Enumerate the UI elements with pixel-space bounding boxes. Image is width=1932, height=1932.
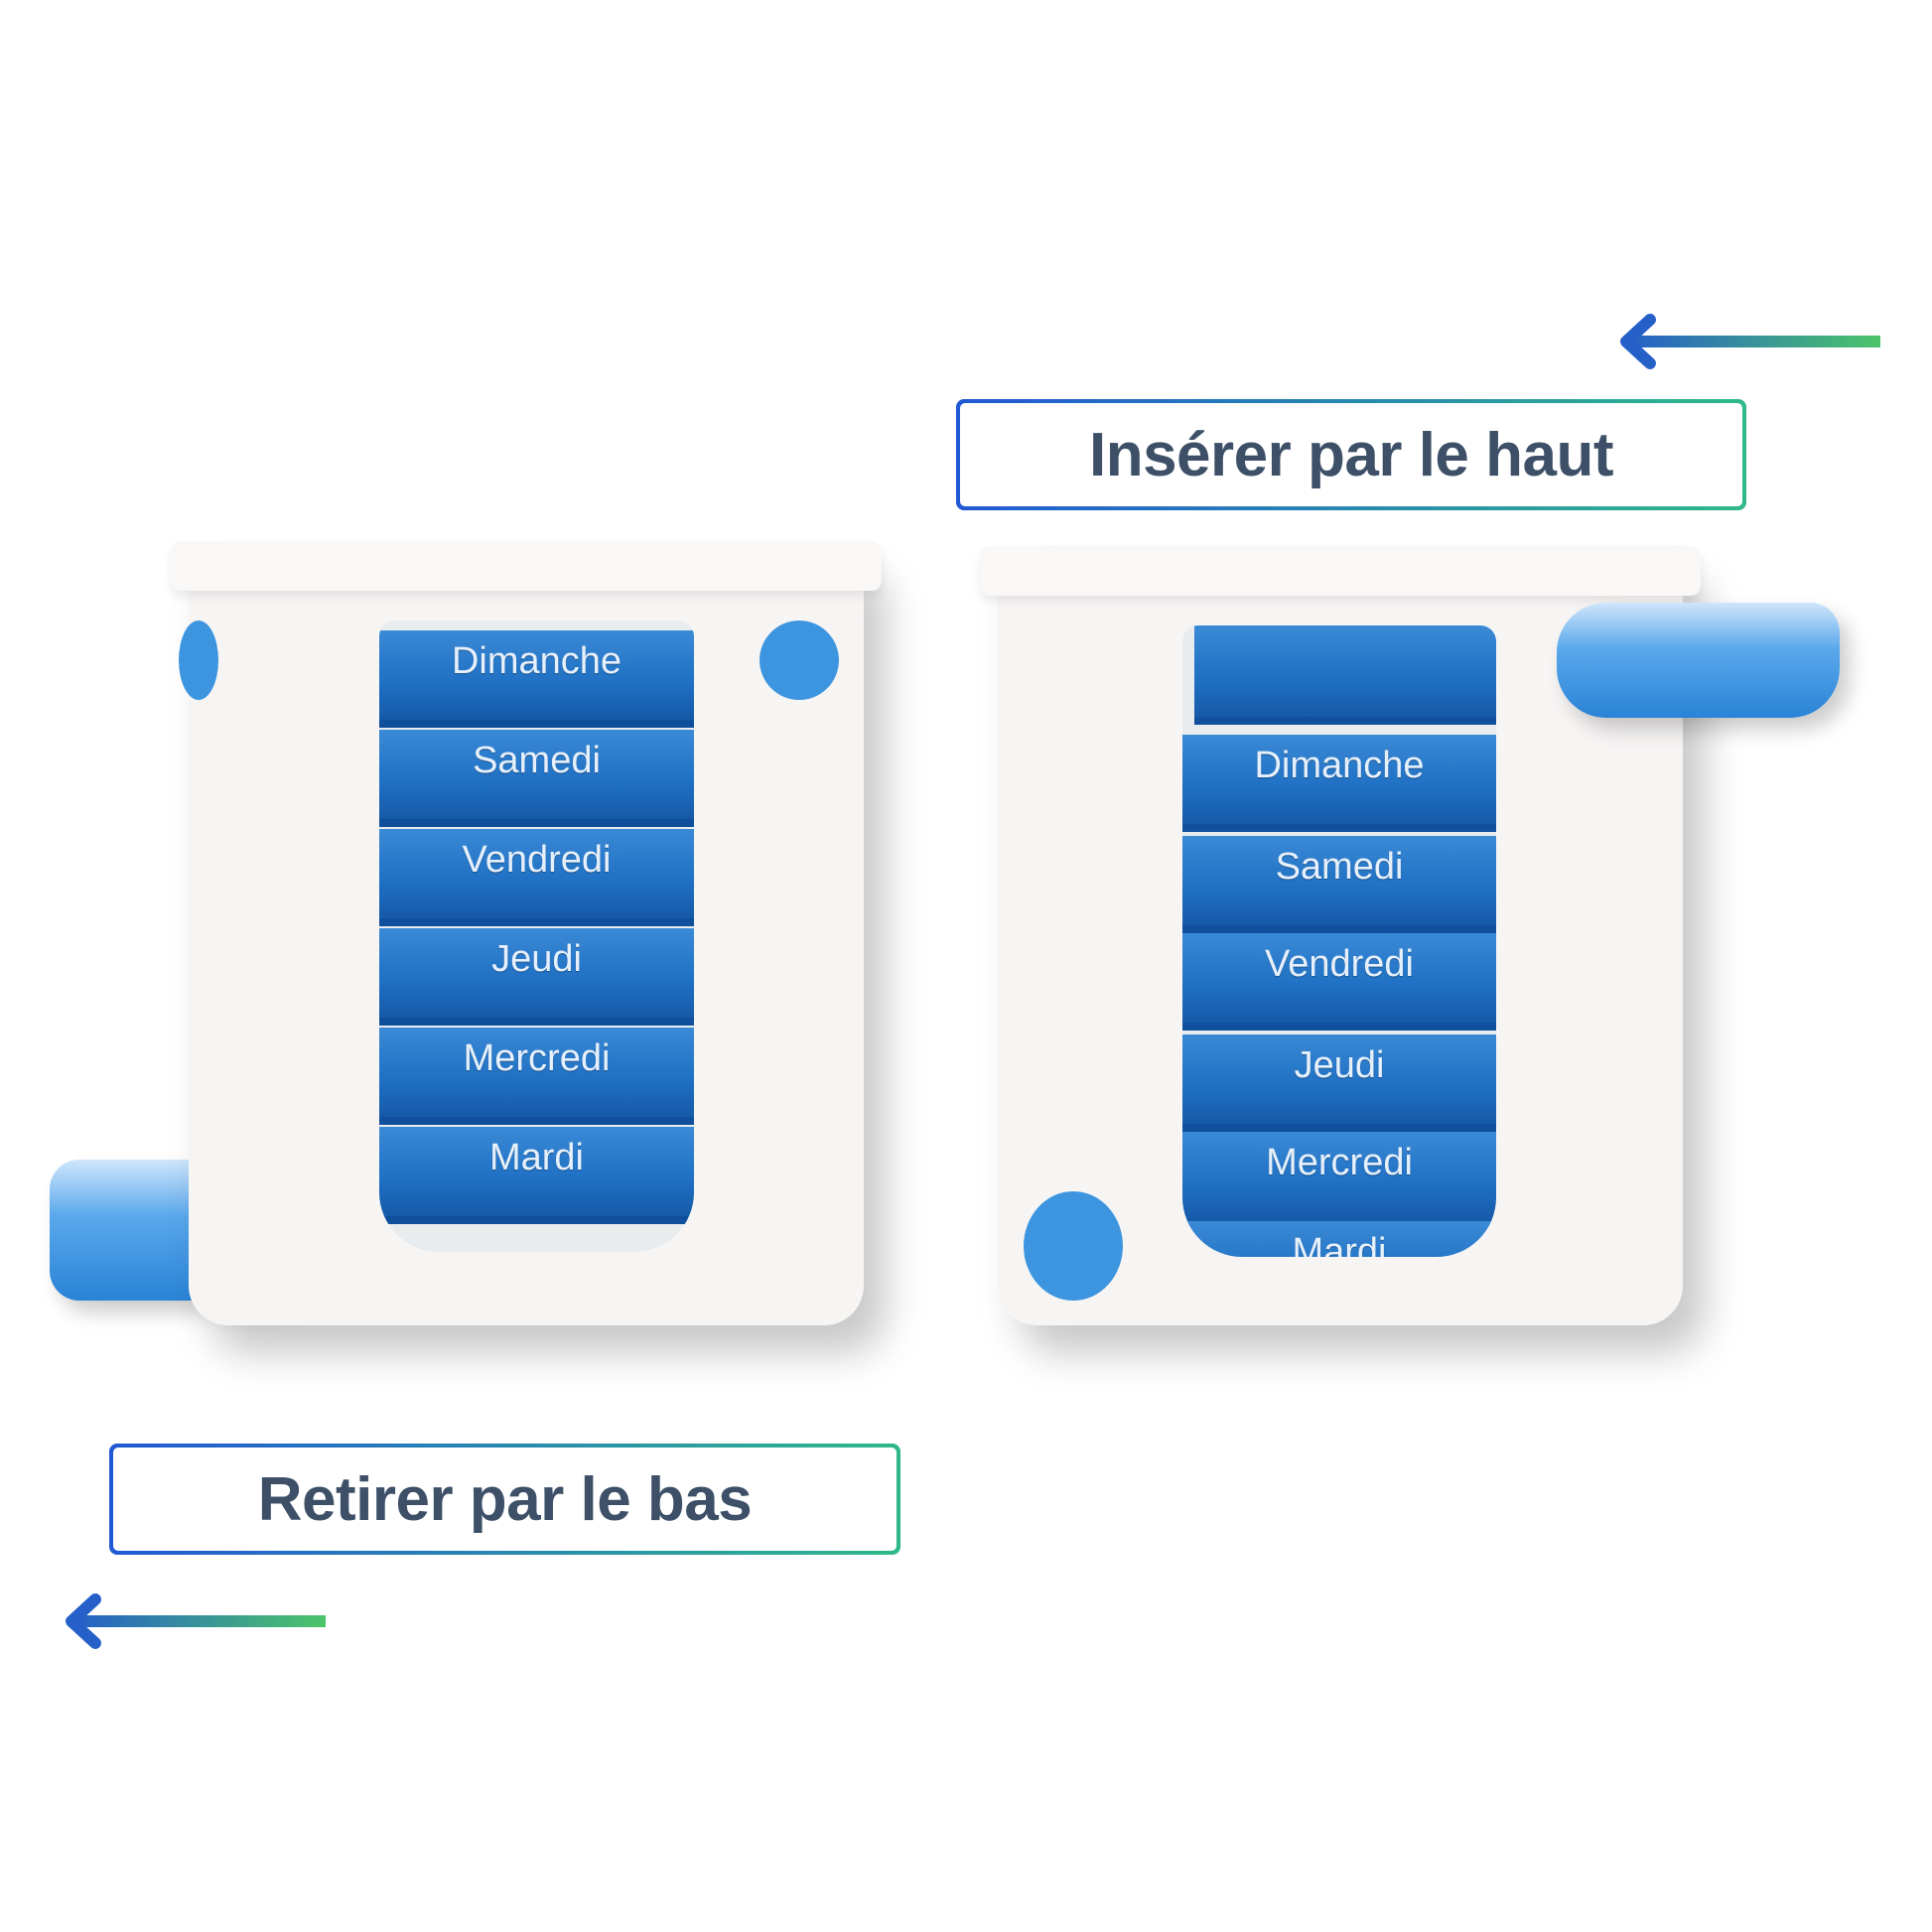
arrow-left-icon	[66, 1593, 326, 1649]
drawer: Dimanche	[379, 630, 694, 728]
inserting-drawer	[1194, 625, 1496, 725]
drawer: Mercredi	[379, 1028, 694, 1125]
right-organizer-window: Dimanche Samedi Vendredi Jeudi Mercredi …	[1182, 625, 1496, 1257]
drawer: Samedi	[379, 730, 694, 827]
insert-top-label: Insérer par le haut	[956, 399, 1746, 510]
insert-top-text: Insérer par le haut	[960, 403, 1742, 506]
drawer: Mardi	[379, 1127, 694, 1224]
drawer: Vendredi	[379, 829, 694, 926]
drawer: Jeudi	[1182, 1035, 1496, 1132]
left-pill-organizer: Dimanche Samedi Vendredi Jeudi Mercredi …	[171, 541, 882, 1325]
drawer: Jeudi	[379, 928, 694, 1026]
right-tray-peek	[759, 621, 839, 700]
bottom-tray-peek	[1024, 1191, 1123, 1301]
drawer: Mardi	[1182, 1221, 1496, 1257]
arrow-left-icon	[1620, 314, 1880, 369]
right-organizer-lid	[980, 546, 1701, 596]
drawer: Mercredi	[1182, 1132, 1496, 1229]
left-organizer-lid	[171, 541, 882, 591]
right-inserting-tray	[1557, 603, 1840, 718]
drawer: Samedi	[1182, 836, 1496, 933]
remove-bottom-label: Retirer par le bas	[109, 1444, 900, 1555]
left-organizer-window: Dimanche Samedi Vendredi Jeudi Mercredi …	[379, 621, 694, 1252]
drawer: Dimanche	[1182, 735, 1496, 832]
left-tray-peek	[179, 621, 218, 700]
drawer: Vendredi	[1182, 933, 1496, 1031]
remove-bottom-text: Retirer par le bas	[113, 1448, 897, 1551]
